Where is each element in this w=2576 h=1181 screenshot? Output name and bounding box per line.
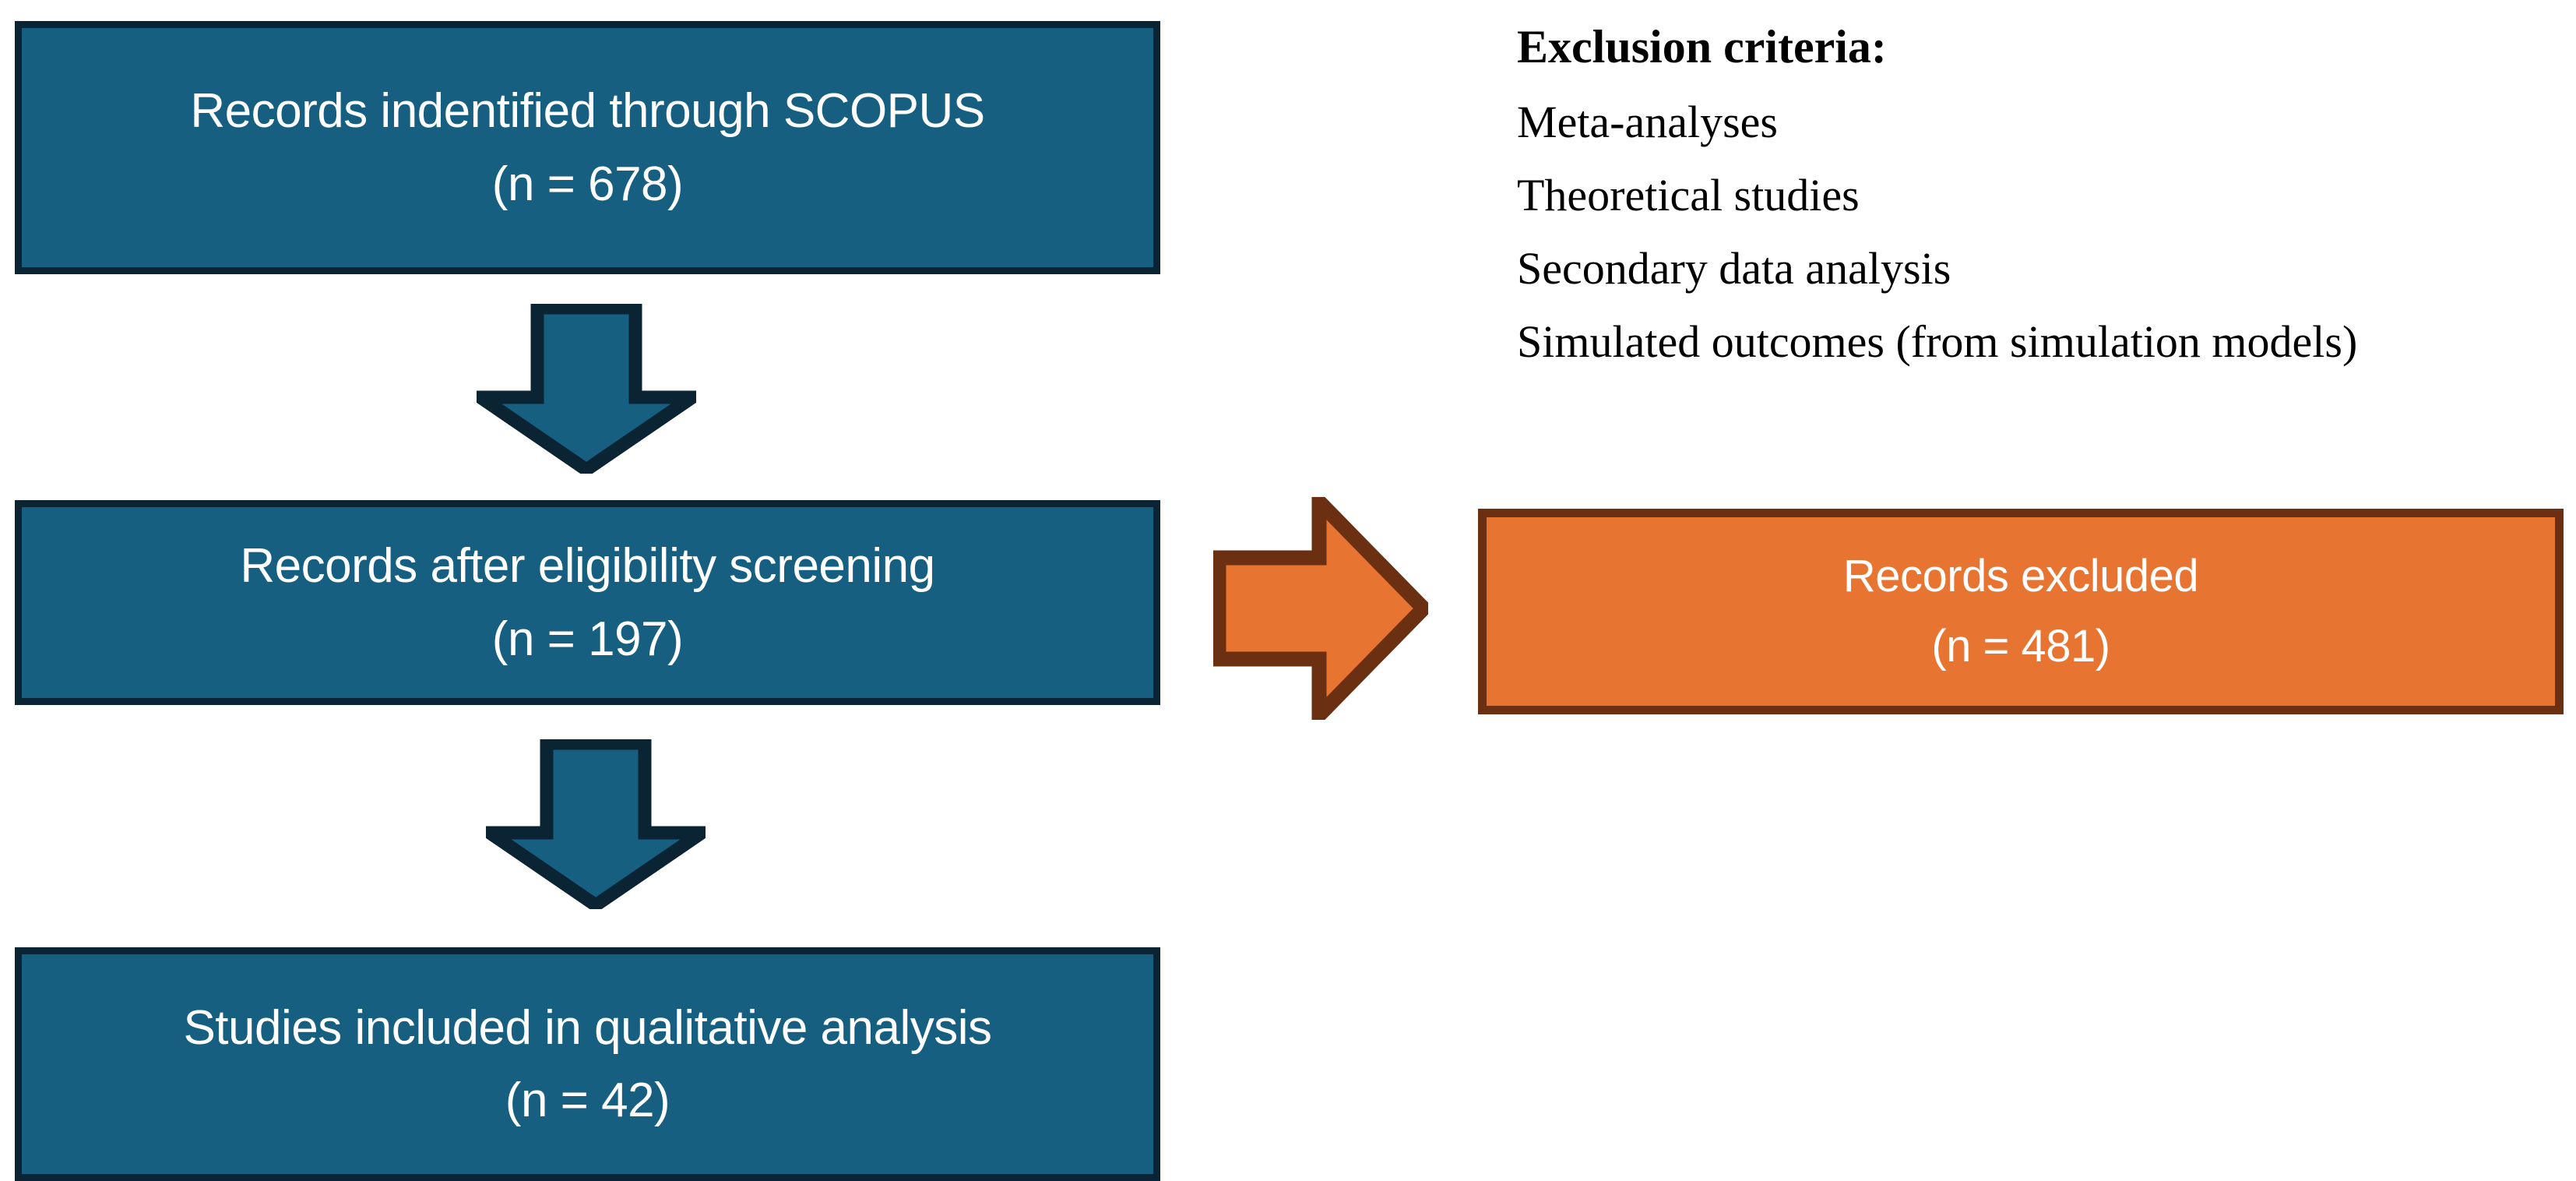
node-records-excluded-count: (n = 481) — [1931, 621, 2110, 672]
exclusion-criteria-item-theoretical-studies: Theoretical studies — [1517, 170, 1860, 220]
node-records-excluded: Records excluded (n = 481) — [1478, 509, 2564, 714]
node-studies-included-count: (n = 42) — [505, 1073, 670, 1127]
node-records-identified-count: (n = 678) — [491, 157, 684, 211]
exclusion-criteria-item-simulated-outcomes: Simulated outcomes (from simulation mode… — [1517, 316, 2358, 367]
node-records-screened-count: (n = 197) — [491, 612, 684, 666]
exclusion-criteria-heading: Exclusion criteria: — [1517, 21, 1887, 72]
node-records-identified-label: Records indentified through SCOPUS — [190, 84, 985, 139]
arrow-screened-to-included — [486, 739, 706, 909]
arrow-identified-to-screened — [477, 304, 696, 474]
node-records-excluded-label: Records excluded — [1842, 550, 2199, 601]
node-studies-included-label: Studies included in qualitative analysis — [183, 1000, 992, 1055]
node-records-screened: Records after eligibility screening (n =… — [15, 500, 1160, 705]
arrow-screened-to-excluded — [1213, 497, 1428, 720]
exclusion-criteria-item-meta-analyses: Meta-analyses — [1517, 97, 1778, 147]
node-studies-included: Studies included in qualitative analysis… — [15, 947, 1160, 1181]
exclusion-criteria-block: Exclusion criteria: Meta-analyses Theore… — [1517, 23, 2560, 365]
node-records-identified: Records indentified through SCOPUS (n = … — [15, 21, 1160, 274]
exclusion-criteria-item-secondary-data-analysis: Secondary data analysis — [1517, 243, 1951, 294]
node-records-screened-label: Records after eligibility screening — [240, 539, 935, 594]
